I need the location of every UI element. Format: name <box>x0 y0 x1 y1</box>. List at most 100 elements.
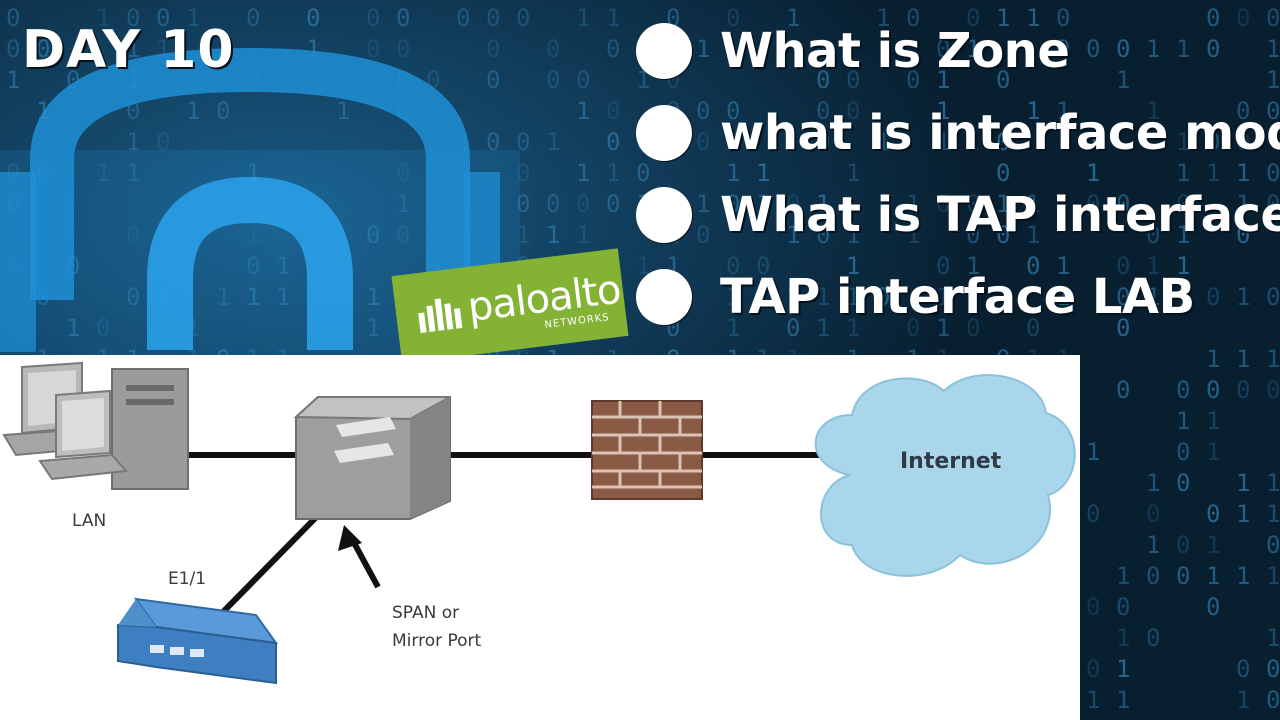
svg-text:0: 0 <box>726 128 740 156</box>
svg-text:0: 0 <box>1266 190 1280 218</box>
paloalto-mark-icon <box>418 298 463 334</box>
network-diagram: LAN E1/1 SPAN or Mirror Port Internet <box>0 355 1080 720</box>
svg-text:1: 1 <box>1086 438 1100 466</box>
svg-text:0: 0 <box>486 66 500 94</box>
svg-text:1: 1 <box>1086 128 1100 156</box>
svg-text:1: 1 <box>1146 469 1160 497</box>
svg-text:1: 1 <box>906 190 920 218</box>
svg-text:0: 0 <box>546 190 560 218</box>
e11-label: E1/1 <box>168 569 207 589</box>
svg-text:1: 1 <box>1026 190 1040 218</box>
svg-text:1: 1 <box>1266 345 1280 373</box>
svg-text:1: 1 <box>216 283 230 311</box>
svg-text:0: 0 <box>216 97 230 125</box>
svg-text:0: 0 <box>726 252 740 280</box>
svg-text:1: 1 <box>1266 66 1280 94</box>
svg-text:1: 1 <box>366 314 380 342</box>
svg-text:0: 0 <box>6 35 20 63</box>
svg-text:1: 1 <box>1266 469 1280 497</box>
switch-icon <box>293 396 451 520</box>
svg-text:0: 0 <box>1266 4 1280 32</box>
svg-text:0: 0 <box>1086 593 1100 621</box>
span-label-line2: Mirror Port <box>392 631 482 651</box>
svg-text:1: 1 <box>1056 252 1070 280</box>
svg-text:0: 0 <box>1086 35 1100 63</box>
svg-text:0: 0 <box>246 4 260 32</box>
svg-text:0: 0 <box>816 128 830 156</box>
svg-text:0: 0 <box>606 35 620 63</box>
svg-text:1: 1 <box>846 314 860 342</box>
svg-text:0: 0 <box>726 4 740 32</box>
svg-text:0: 0 <box>606 190 620 218</box>
svg-text:1: 1 <box>606 159 620 187</box>
svg-text:1: 1 <box>336 97 350 125</box>
internet-label: Internet <box>900 449 1002 474</box>
svg-text:0: 0 <box>486 128 500 156</box>
bullet-icon <box>636 105 692 161</box>
svg-text:1: 1 <box>6 66 20 94</box>
svg-text:1: 1 <box>786 4 800 32</box>
svg-text:0: 0 <box>1026 252 1040 280</box>
svg-text:1: 1 <box>546 221 560 249</box>
svg-text:1: 1 <box>1176 283 1190 311</box>
svg-text:1: 1 <box>1146 252 1160 280</box>
svg-text:0: 0 <box>606 128 620 156</box>
svg-text:0: 0 <box>636 159 650 187</box>
svg-text:0: 0 <box>1266 159 1280 187</box>
svg-text:1: 1 <box>846 221 860 249</box>
svg-text:0: 0 <box>996 66 1010 94</box>
svg-text:0: 0 <box>1116 190 1130 218</box>
svg-text:1: 1 <box>1116 655 1130 683</box>
bullet-icon <box>636 187 692 243</box>
svg-text:1: 1 <box>936 66 950 94</box>
svg-text:0: 0 <box>156 128 170 156</box>
svg-text:0: 0 <box>966 4 980 32</box>
svg-text:0: 0 <box>1116 717 1130 720</box>
svg-text:1: 1 <box>786 221 800 249</box>
svg-text:1: 1 <box>1206 345 1220 373</box>
svg-text:1: 1 <box>1206 438 1220 466</box>
svg-text:0: 0 <box>1116 252 1130 280</box>
svg-text:1: 1 <box>846 252 860 280</box>
svg-text:0: 0 <box>1236 221 1250 249</box>
svg-text:1: 1 <box>816 314 830 342</box>
svg-text:1: 1 <box>936 314 950 342</box>
svg-text:1: 1 <box>696 190 710 218</box>
svg-text:1: 1 <box>1146 97 1160 125</box>
svg-text:0: 0 <box>1236 717 1250 720</box>
svg-text:1: 1 <box>1266 35 1280 63</box>
svg-text:0: 0 <box>576 66 590 94</box>
svg-text:1: 1 <box>576 159 590 187</box>
svg-text:0: 0 <box>966 314 980 342</box>
svg-text:0: 0 <box>996 128 1010 156</box>
svg-text:1: 1 <box>1176 159 1190 187</box>
svg-text:0: 0 <box>1116 314 1130 342</box>
svg-text:1: 1 <box>936 283 950 311</box>
svg-text:0: 0 <box>516 159 530 187</box>
svg-text:1: 1 <box>786 283 800 311</box>
svg-text:0: 0 <box>906 314 920 342</box>
svg-text:1: 1 <box>1026 221 1040 249</box>
svg-text:0: 0 <box>96 314 110 342</box>
svg-text:0: 0 <box>726 190 740 218</box>
internet-cloud-icon <box>814 374 1076 577</box>
svg-text:0: 0 <box>1206 717 1220 720</box>
svg-text:0: 0 <box>1176 190 1190 218</box>
binary-digits: 0100100000001100110011000010011100000110… <box>6 4 1280 720</box>
svg-text:0: 0 <box>1206 500 1220 528</box>
svg-text:0: 0 <box>696 97 710 125</box>
svg-text:1: 1 <box>1176 407 1190 435</box>
svg-text:0: 0 <box>966 190 980 218</box>
svg-text:1: 1 <box>816 283 830 311</box>
svg-text:0: 0 <box>1116 35 1130 63</box>
svg-text:0: 0 <box>396 221 410 249</box>
svg-text:1: 1 <box>96 4 110 32</box>
svg-text:0: 0 <box>1266 655 1280 683</box>
svg-text:0: 0 <box>396 35 410 63</box>
svg-text:1: 1 <box>1176 717 1190 720</box>
svg-text:1: 1 <box>396 190 410 218</box>
svg-text:1: 1 <box>726 159 740 187</box>
svg-text:0: 0 <box>366 4 380 32</box>
svg-text:0: 0 <box>756 252 770 280</box>
svg-text:1: 1 <box>1206 531 1220 559</box>
